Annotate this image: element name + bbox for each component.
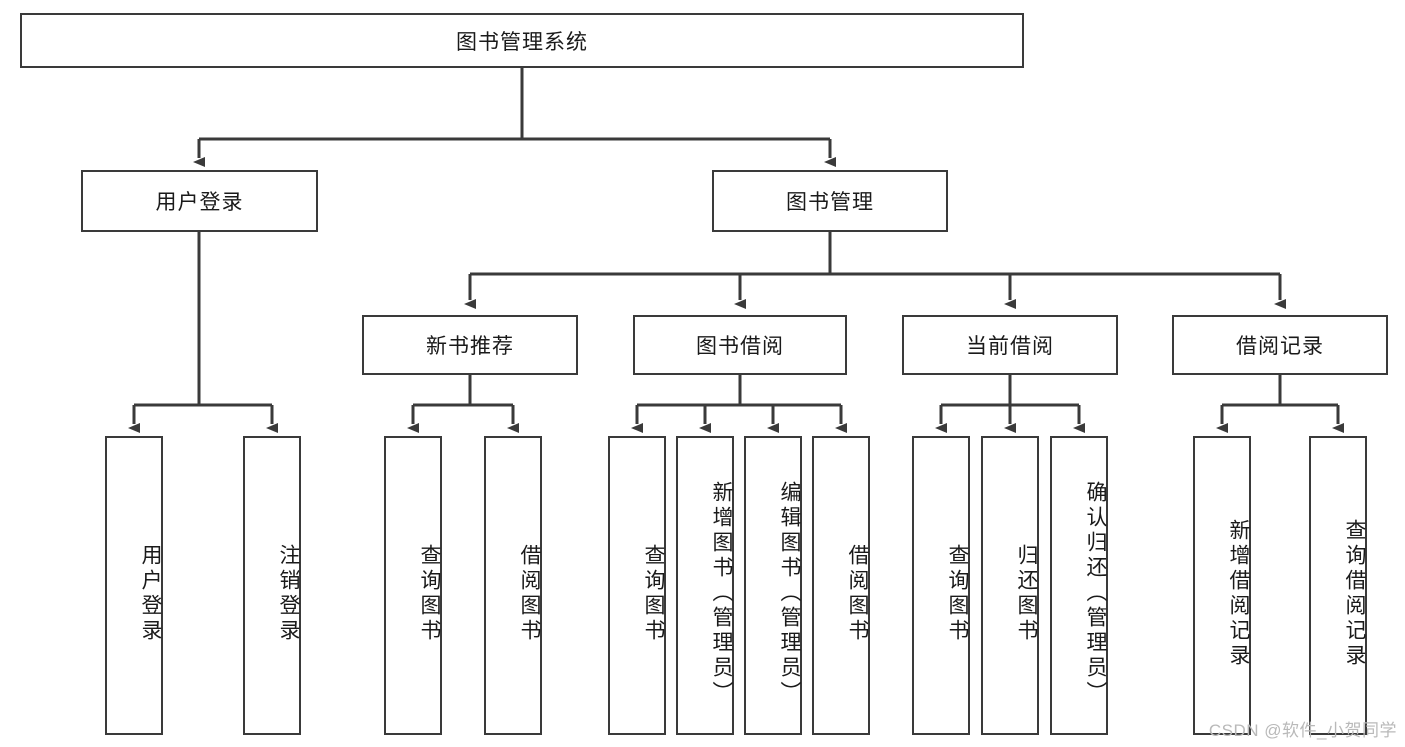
node-label: 查询借阅记录 [1343, 518, 1366, 669]
leaf-current-borrow-confirm-return-admin[interactable]: 确认归还（管理员） [1050, 436, 1108, 735]
node-label: 当前借阅 [966, 335, 1054, 358]
node-label: 图书借阅 [696, 335, 784, 358]
node-label: 借阅图书 [518, 543, 541, 644]
node-label: 查询图书 [946, 543, 969, 644]
node-label: 借阅图书 [846, 543, 869, 644]
node-label: 新增图书（管理员） [710, 481, 733, 706]
node-label: 图书管理 [786, 191, 874, 214]
leaf-new-book-borrow-book[interactable]: 借阅图书 [484, 436, 542, 735]
node-label: 借阅记录 [1236, 335, 1324, 358]
node-label: 查询图书 [418, 543, 441, 644]
leaf-book-borrow-edit-book-admin[interactable]: 编辑图书（管理员） [744, 436, 802, 735]
node-label: 编辑图书（管理员） [778, 481, 801, 706]
csdn-watermark: CSDN @软件_小贺同学 [1208, 721, 1397, 740]
leaf-current-borrow-query-book[interactable]: 查询图书 [912, 436, 970, 735]
node-label: 确认归还（管理员） [1084, 481, 1107, 706]
node-borrow-record[interactable]: 借阅记录 [1172, 315, 1388, 375]
leaf-user-login-logout[interactable]: 注销登录 [243, 436, 301, 735]
leaf-new-book-query-book[interactable]: 查询图书 [384, 436, 442, 735]
leaf-user-login-login[interactable]: 用户登录 [105, 436, 163, 735]
leaf-borrow-record-add-record[interactable]: 新增借阅记录 [1193, 436, 1251, 735]
node-label: 用户登录 [155, 191, 244, 214]
node-current-borrow[interactable]: 当前借阅 [902, 315, 1118, 375]
node-root-book-management-system[interactable]: 图书管理系统 [20, 13, 1024, 68]
leaf-book-borrow-add-book-admin[interactable]: 新增图书（管理员） [676, 436, 734, 735]
node-label: 用户登录 [139, 543, 162, 644]
node-book-management[interactable]: 图书管理 [712, 170, 948, 232]
node-book-borrow[interactable]: 图书借阅 [633, 315, 847, 375]
node-label: 新增借阅记录 [1227, 518, 1250, 669]
leaf-book-borrow-query-book[interactable]: 查询图书 [608, 436, 666, 735]
node-user-login[interactable]: 用户登录 [81, 170, 318, 232]
node-label: 图书管理系统 [456, 30, 588, 54]
node-label: 归还图书 [1015, 543, 1038, 644]
node-label: 新书推荐 [426, 335, 514, 358]
node-label: 注销登录 [277, 543, 300, 644]
node-new-book-recommend[interactable]: 新书推荐 [362, 315, 578, 375]
leaf-borrow-record-query-record[interactable]: 查询借阅记录 [1309, 436, 1367, 735]
leaf-book-borrow-borrow-book[interactable]: 借阅图书 [812, 436, 870, 735]
node-label: 查询图书 [642, 543, 665, 644]
leaf-current-borrow-return-book[interactable]: 归还图书 [981, 436, 1039, 735]
